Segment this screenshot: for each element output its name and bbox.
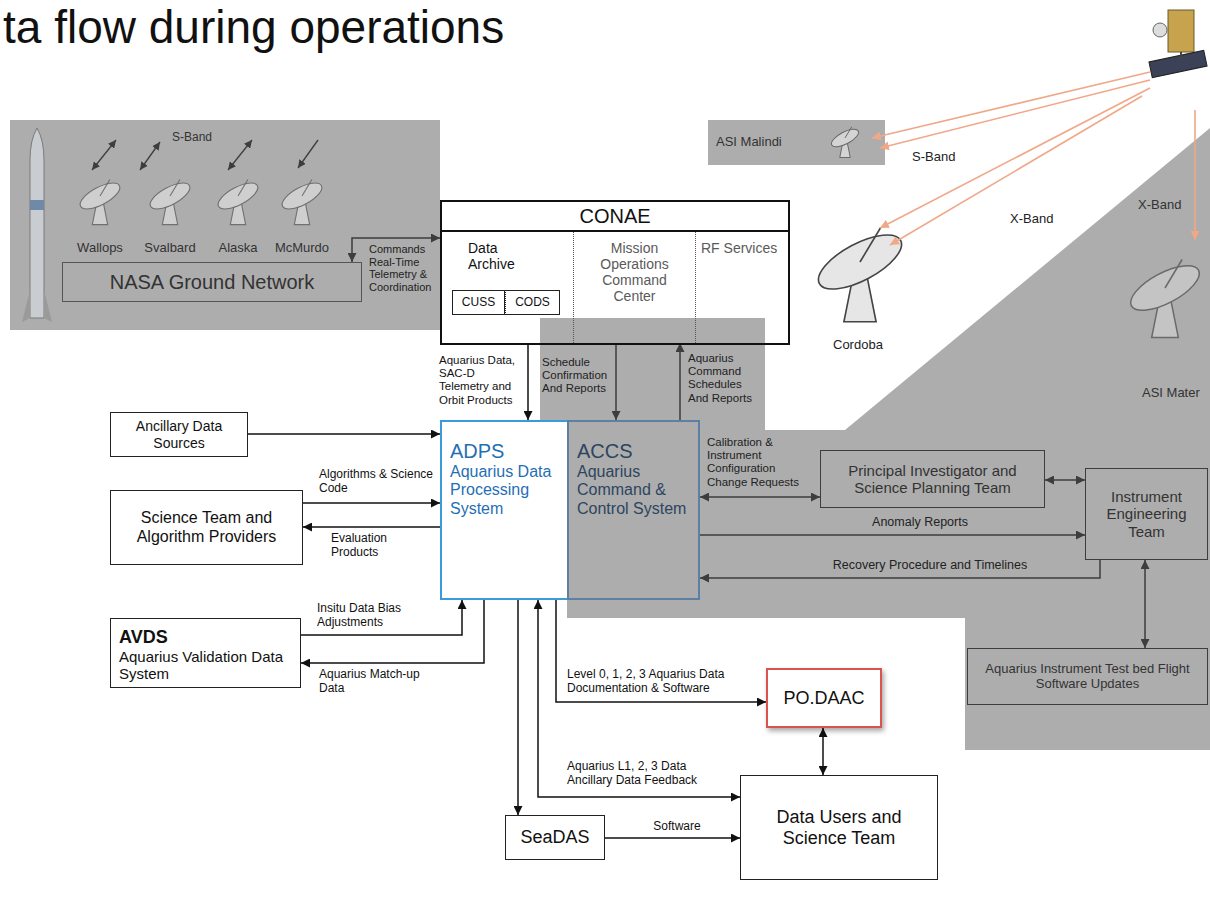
process-box: Aquarius Instrument Test bed Flight Soft…: [967, 648, 1208, 705]
box-text: Aquarius Validation Data System: [119, 648, 292, 683]
ground-network-panel: [10, 120, 440, 330]
data-flow-arrow: [303, 526, 440, 528]
box-text: PO.DAAC: [783, 688, 864, 709]
flow-label: Aquarius Command Schedules And Reports: [687, 352, 761, 405]
flow-label: Software: [632, 820, 722, 834]
data-flow-arrow: [556, 600, 766, 702]
box-text: Data Archive: [442, 232, 528, 272]
data-flow-arrow: [700, 534, 1085, 536]
station-label: X-Band: [1010, 212, 1070, 227]
box-text: CONAE: [442, 202, 788, 232]
data-flow-arrow: [301, 600, 484, 663]
data-flow-arrow: [615, 343, 617, 420]
station-panel: [708, 120, 885, 165]
data-flow-arrow: [301, 600, 462, 635]
box-text: ASI Malindi: [716, 135, 782, 150]
satellite-illustration: [1149, 10, 1207, 78]
process-box: SeaDAS: [505, 815, 605, 860]
flow-label: Aquarius L1, 2, 3 Data Ancillary Data Fe…: [566, 760, 716, 788]
data-flow-arrow: [517, 600, 519, 815]
process-box: CODS: [505, 290, 560, 315]
station-label: S-Band: [912, 150, 972, 165]
flow-label: Schedule Confirmation And Reports: [541, 356, 611, 396]
antenna-dishes: [76, 126, 1205, 338]
process-box: Data Users and Science Team: [740, 775, 938, 880]
box-text: SeaDAS: [520, 827, 589, 848]
data-flow-arrow: [1045, 479, 1085, 481]
data-flow-arrow: [1144, 560, 1146, 648]
process-box: Ancillary Data Sources: [110, 412, 248, 457]
station-label: ASI Mater: [1142, 386, 1206, 401]
flow-label: Aquarius Data, SAC-D Telemetry and Orbit…: [438, 354, 522, 407]
process-box: Science Team and Algorithm Providers: [110, 490, 303, 565]
process-box: AVDSAquarius Validation Data System: [110, 618, 301, 688]
flow-label: Anomaly Reports: [845, 515, 995, 529]
process-box: Mission Operations Command Center: [573, 232, 696, 343]
flow-label: Recovery Procedure and Timelines: [800, 558, 1060, 572]
data-flow-arrow: [822, 728, 824, 775]
process-box: RF Services: [693, 232, 788, 343]
box-text: Mission Operations Command Center: [582, 240, 687, 304]
box-text: CODS: [515, 296, 550, 310]
box-text: ADPS: [450, 440, 504, 463]
flow-label: Commands Real-Time Telemetry & Coordinat…: [368, 243, 438, 294]
rocket-illustration: [22, 128, 52, 322]
process-box: ACCSAquarius Command & Control System: [567, 420, 700, 600]
flow-label: Level 0, 1, 2, 3 Aquarius Data Documenta…: [566, 668, 751, 696]
flow-label: Calibration & Instrument Configuration C…: [706, 436, 814, 489]
process-box: PO.DAAC: [766, 668, 882, 728]
box-text: Aquarius Instrument Test bed Flight Soft…: [976, 662, 1199, 692]
box-text: CUSS: [462, 296, 495, 310]
data-flow-arrow: [679, 343, 681, 420]
box-text: Ancillary Data Sources: [119, 418, 239, 450]
process-box: Instrument Engineering Team: [1085, 468, 1208, 560]
station-label: McMurdo: [270, 241, 334, 256]
data-flow-arrow: [538, 600, 740, 797]
downlink-arrows: [872, 72, 1195, 245]
station-label: X-Band: [1138, 198, 1188, 213]
process-box: CUSS CODS Data Archive Mission Operations C…: [440, 200, 790, 345]
process-box: ASI Malindi: [708, 120, 885, 165]
s-band-arrows: [92, 140, 318, 170]
process-box: ADPSAquarius Data Processing System: [440, 420, 571, 600]
box-text: RF Services: [701, 240, 777, 256]
station-label: Svalbard: [138, 241, 202, 256]
process-box: CUSS: [452, 290, 505, 315]
station-label: Cordoba: [833, 338, 893, 353]
flow-label: Algorithms & Science Code: [318, 468, 436, 496]
box-text: AVDS: [119, 627, 168, 648]
station-label: S-Band: [172, 131, 220, 145]
slide-title: ta flow during operations: [3, 2, 504, 53]
box-text: Instrument Engineering Team: [1094, 488, 1199, 540]
box-text: Aquarius Command & Control System: [577, 463, 690, 518]
flow-label: Evaluation Products: [330, 532, 430, 560]
station-label: Wallops: [68, 241, 132, 256]
box-text: NASA Ground Network: [110, 271, 315, 294]
box-text: Aquarius Data Processing System: [450, 463, 563, 518]
data-flow-arrow: [605, 837, 740, 839]
data-flow-arrow: [248, 433, 440, 435]
box-text: ACCS: [577, 440, 633, 463]
flow-label: Insitu Data Bias Adjustments: [316, 602, 451, 630]
data-flow-arrow: [527, 343, 529, 420]
box-text: Principal Investigator and Science Plann…: [829, 462, 1036, 497]
data-flow-arrow: [700, 496, 820, 498]
process-box: CUSS CODS Data Archive: [442, 232, 573, 343]
process-box: Principal Investigator and Science Plann…: [820, 450, 1045, 508]
data-flow-arrow: [303, 502, 440, 504]
box-text: Data Users and Science Team: [749, 807, 929, 848]
process-box: NASA Ground Network: [62, 262, 362, 302]
flow-label: Aquarius Match-up Data: [318, 668, 448, 696]
box-text: Science Team and Algorithm Providers: [119, 509, 294, 546]
station-label: Alaska: [206, 241, 270, 256]
